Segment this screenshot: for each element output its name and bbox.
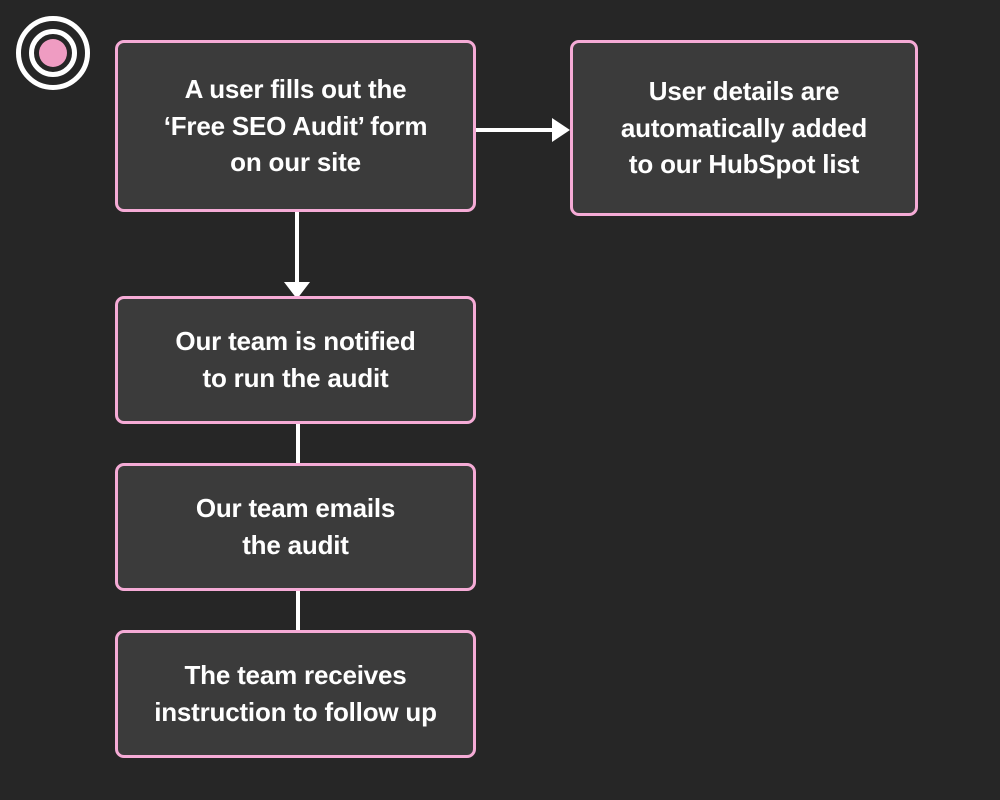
node-notified-label: Our team is notified to run the audit: [175, 326, 416, 393]
node-form-label: A user fills out the ‘Free SEO Audit’ fo…: [163, 73, 428, 178]
edge-notified-to-emails: [286, 422, 310, 466]
target-logo-icon: [16, 16, 90, 90]
node-followup[interactable]: The team receives instruction to follow …: [115, 630, 476, 758]
node-emails[interactable]: Our team emails the audit: [115, 463, 476, 591]
logo-center-dot: [39, 39, 67, 67]
node-hubspot[interactable]: User details are automatically added to …: [570, 40, 918, 216]
node-emails-label: Our team emails the audit: [195, 493, 396, 560]
node-followup-label: The team receives instruction to follow …: [154, 660, 437, 727]
edge-form-to-hubspot: [476, 108, 572, 152]
edge-emails-to-followup: [286, 589, 310, 633]
logo-outer-ring: [16, 16, 90, 90]
edge-form-to-notified: [275, 210, 319, 300]
node-notified[interactable]: Our team is notified to run the audit: [115, 296, 476, 424]
node-hubspot-label: User details are automatically added to …: [620, 75, 868, 180]
node-form[interactable]: A user fills out the ‘Free SEO Audit’ fo…: [115, 40, 476, 212]
logo-inner-ring: [29, 29, 77, 77]
